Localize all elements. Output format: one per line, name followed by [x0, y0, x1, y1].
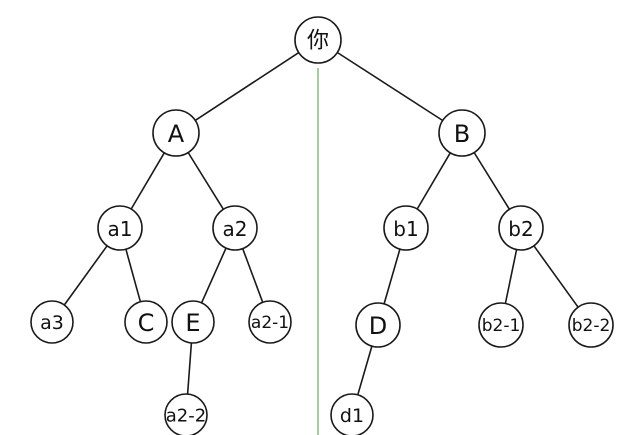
node-label-b2-2: b2-2 [572, 316, 611, 336]
edge-a1-to-a3 [63, 245, 108, 306]
node-label-b1: b1 [393, 217, 418, 241]
node-label-D: D [369, 312, 387, 340]
edge-E-to-a2-2 [186, 342, 193, 395]
node-circle-B [438, 109, 486, 157]
edge-a2-to-a2-1 [241, 248, 264, 303]
node-circle-C [124, 300, 168, 344]
node-circle-D [355, 302, 401, 348]
node-label-a1: a1 [108, 217, 133, 241]
node-b2-2: b2-2 [568, 302, 614, 348]
edge-a1-to-C [125, 248, 142, 303]
node-D: D [355, 302, 401, 348]
edge-A-to-a2 [187, 152, 225, 210]
node-circle-a2 [212, 205, 258, 251]
node-circle-a2-2 [164, 393, 208, 435]
node-circle-root [294, 16, 342, 64]
node-label-b2: b2 [508, 217, 533, 241]
node-B: B [438, 109, 486, 157]
node-C: C [124, 300, 168, 344]
node-b2-1: b2-1 [478, 302, 524, 348]
node-label-A: A [168, 120, 185, 148]
tree-edges [63, 51, 579, 396]
node-d1: d1 [330, 393, 374, 435]
node-a3: a3 [30, 300, 74, 344]
edge-b2-to-b2-2 [533, 245, 579, 308]
node-label-E: E [185, 309, 200, 337]
edge-D-to-d1 [357, 345, 373, 396]
edge-root-to-B [336, 51, 444, 122]
edge-a2-to-E [200, 247, 227, 304]
node-a1: a1 [97, 205, 143, 251]
node-a2: a2 [212, 205, 258, 251]
node-circle-a3 [30, 300, 74, 344]
node-b1: b1 [383, 205, 429, 251]
node-label-root: 你 [307, 29, 329, 54]
node-circle-b2 [498, 205, 544, 251]
node-label-a3: a3 [40, 312, 64, 334]
node-circle-b2-1 [478, 302, 524, 348]
edge-root-to-A [194, 51, 300, 122]
node-circle-E [171, 300, 215, 344]
node-b2: b2 [498, 205, 544, 251]
node-label-d1: d1 [340, 405, 364, 427]
node-label-B: B [454, 120, 470, 148]
node-label-a2-1: a2-1 [251, 313, 289, 333]
edge-b1-to-D [383, 248, 401, 305]
node-circle-b1 [383, 205, 429, 251]
edge-B-to-b1 [416, 152, 451, 210]
node-circle-b2-2 [568, 302, 614, 348]
edge-B-to-b2 [473, 152, 511, 210]
node-root: 你 [294, 16, 342, 64]
node-E: E [171, 300, 215, 344]
node-label-a2: a2 [223, 217, 248, 241]
node-circle-a1 [97, 205, 143, 251]
edge-b2-to-b2-1 [504, 249, 518, 304]
node-A: A [152, 109, 200, 157]
node-label-b2-1: b2-1 [482, 316, 521, 336]
node-label-C: C [138, 309, 155, 337]
node-label-a2-2: a2-2 [166, 406, 206, 427]
edge-A-to-a1 [130, 152, 165, 210]
node-circle-A [152, 109, 200, 157]
node-circle-a2-1 [248, 300, 292, 344]
node-a2-2: a2-2 [164, 393, 208, 435]
node-a2-1: a2-1 [248, 300, 292, 344]
node-circle-d1 [330, 393, 374, 435]
